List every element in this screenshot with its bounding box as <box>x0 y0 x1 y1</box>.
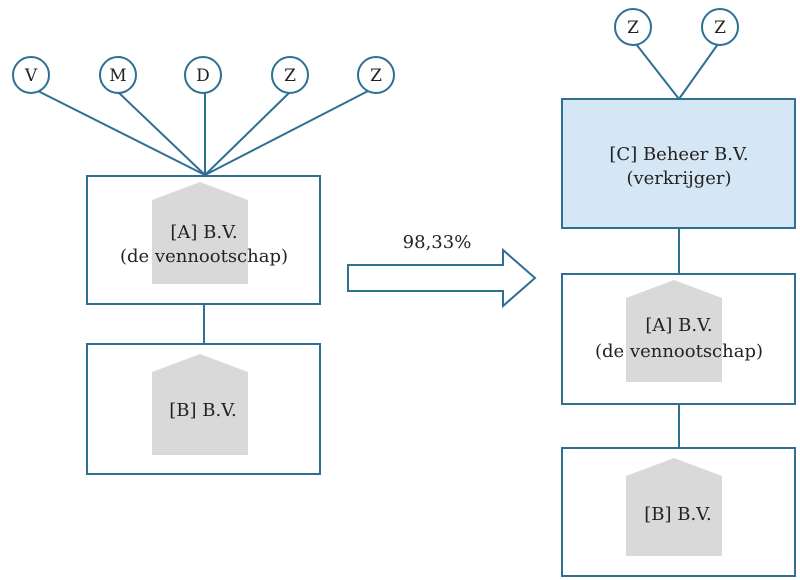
line-z1-to-a <box>204 91 291 176</box>
entity-role: (de vennootschap) <box>120 246 288 267</box>
house-icon <box>626 280 722 382</box>
shareholder-z2: Z <box>701 8 739 46</box>
right-entity-c: [C] Beheer B.V. (verkrijger) <box>561 98 796 229</box>
entity-name: [C] Beheer B.V. <box>609 144 748 165</box>
line-z2-to-c <box>678 43 719 100</box>
shareholder-circle <box>701 8 739 46</box>
house-icon <box>626 458 722 556</box>
line-v-to-a <box>35 89 206 176</box>
transfer-percentage: 98,33% <box>403 232 472 253</box>
shareholder-m: M <box>99 56 137 94</box>
line-z1-to-c <box>635 43 680 100</box>
line-z2-to-a <box>204 89 371 176</box>
entity-role: (de vennootschap) <box>595 341 763 362</box>
shareholder-circle <box>184 56 222 94</box>
shareholder-label: V <box>24 66 38 86</box>
shareholder-z1: Z <box>271 56 309 94</box>
line-m-to-a <box>117 91 206 176</box>
left-entity-b: [B] B.V. <box>86 343 321 475</box>
right-shareholders: Z Z <box>614 8 739 46</box>
shareholder-z1: Z <box>614 8 652 46</box>
entity-name: [B] B.V. <box>644 504 712 525</box>
entity-name: [A] B.V. <box>170 222 237 243</box>
left-shareholders: V M D Z Z <box>12 56 395 94</box>
entity-box-highlighted <box>561 98 796 229</box>
arrow-right-icon <box>347 247 537 309</box>
shareholder-label: Z <box>714 18 726 38</box>
right-entity-a: [A] B.V. (de vennootschap) <box>561 273 796 405</box>
entity-role: (verkrijger) <box>626 168 731 189</box>
shareholder-label: Z <box>370 66 382 86</box>
shareholder-v: V <box>12 56 50 94</box>
entity-name: [A] B.V. <box>645 315 712 336</box>
shareholder-circle <box>271 56 309 94</box>
house-icon <box>152 182 248 284</box>
shareholder-label: Z <box>284 66 296 86</box>
entity-name: [B] B.V. <box>169 400 237 421</box>
left-shareholder-lines <box>35 89 371 176</box>
shareholder-z2: Z <box>357 56 395 94</box>
shareholder-circle <box>357 56 395 94</box>
shareholder-label: M <box>109 66 126 86</box>
house-icon <box>152 354 248 455</box>
shareholder-circle <box>614 8 652 46</box>
shareholder-d: D <box>184 56 222 94</box>
shareholder-label: D <box>196 66 210 86</box>
shareholder-label: Z <box>627 18 639 38</box>
transfer-arrow: 98,33% <box>347 232 537 309</box>
shareholder-circle <box>12 56 50 94</box>
shareholder-circle <box>99 56 137 94</box>
left-entity-a: [A] B.V. (de vennootschap) <box>86 175 321 305</box>
right-shareholder-lines <box>635 43 719 100</box>
right-entity-b: [B] B.V. <box>561 447 796 577</box>
